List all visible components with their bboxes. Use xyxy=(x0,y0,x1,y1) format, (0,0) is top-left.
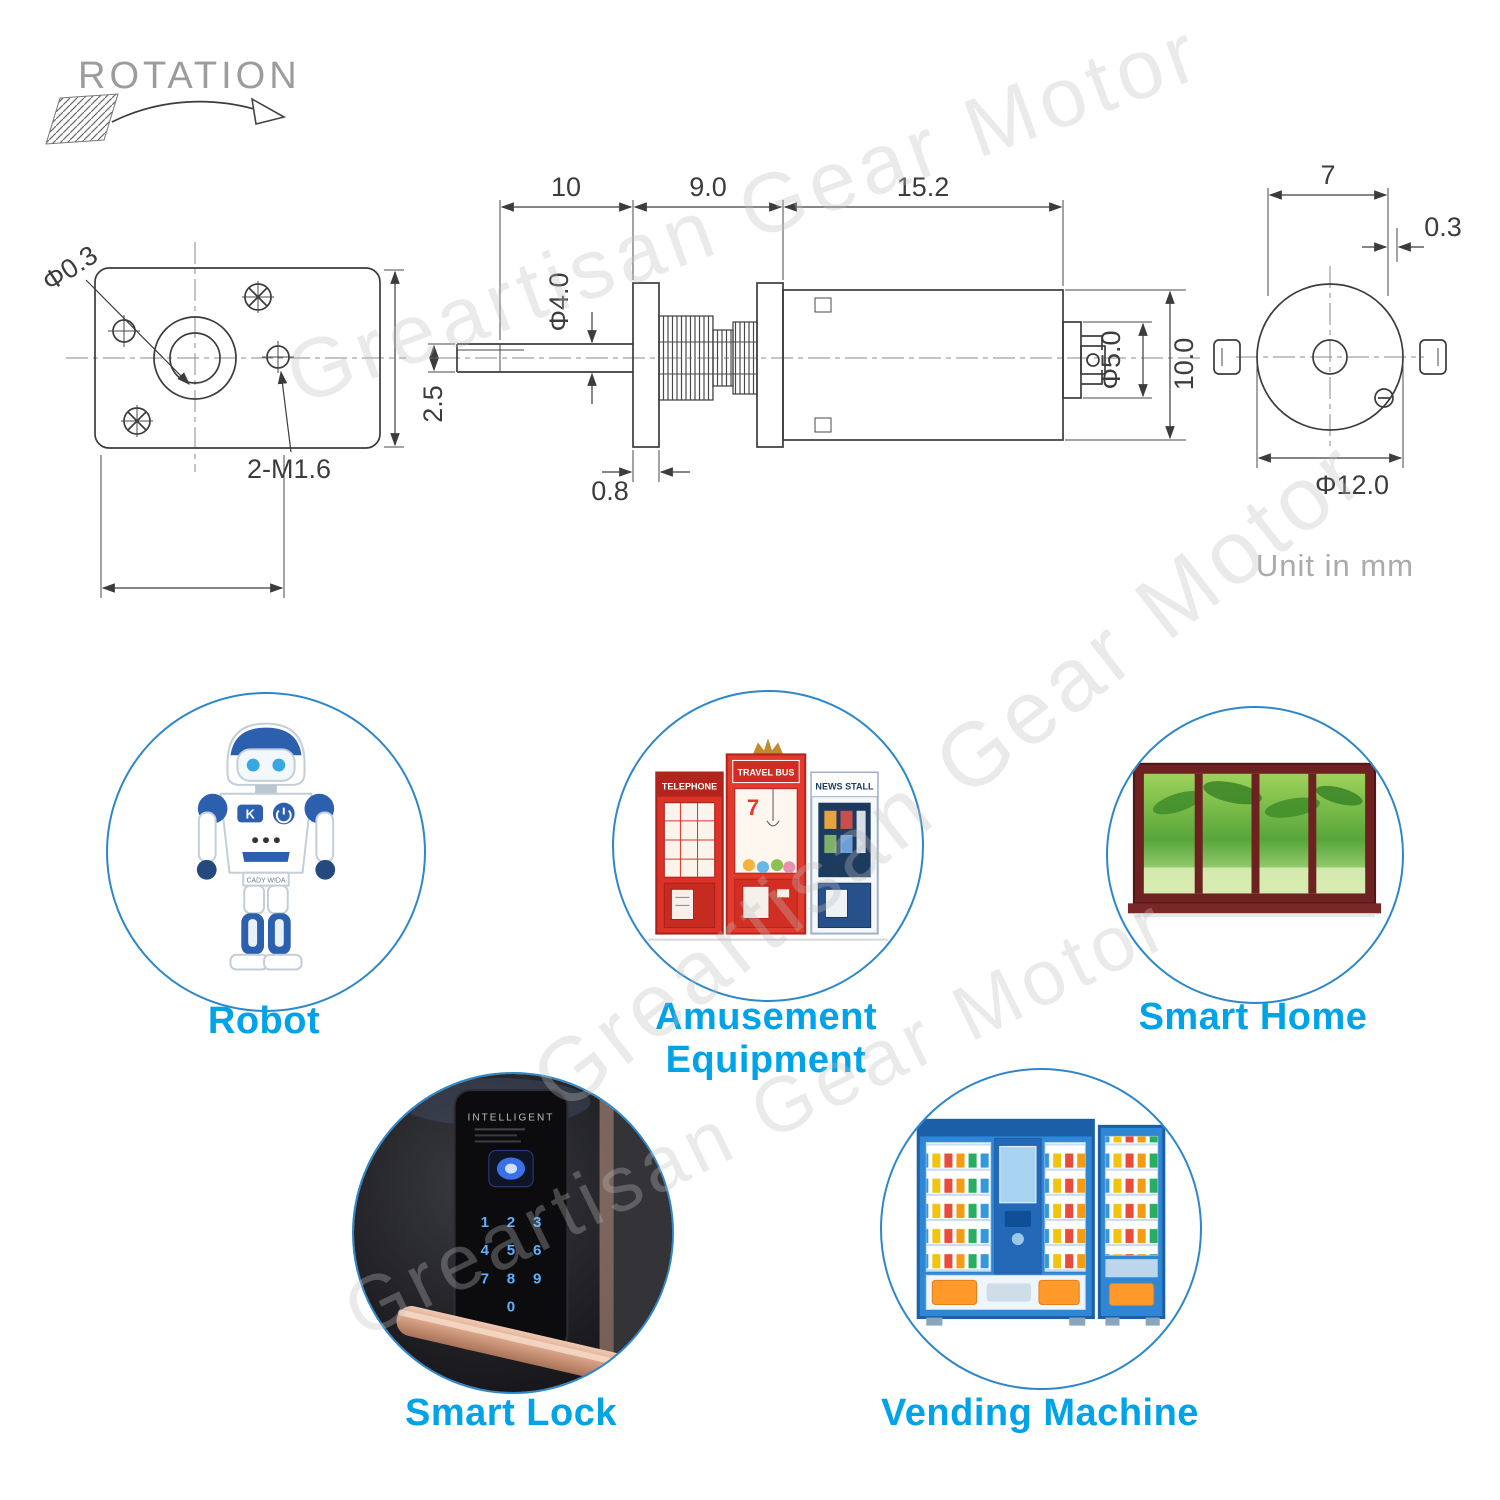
unit-note: Unit in mm xyxy=(1256,548,1414,583)
door-handle xyxy=(396,1306,644,1387)
svg-text:5: 5 xyxy=(507,1242,515,1259)
amusement-illustration: TELEPHONE TRAVEL BUS xyxy=(648,738,888,941)
robot-chest-badge: K xyxy=(246,806,256,821)
rear-view: 7 0.3 Φ12.0 xyxy=(1213,160,1462,500)
sign-telephone: TELEPHONE xyxy=(662,782,717,792)
smart-home-illustration xyxy=(1127,762,1382,918)
dim-shaft-length: 10 xyxy=(551,172,581,202)
application-smart-home xyxy=(1106,706,1404,1004)
vending-machine-left xyxy=(916,1118,1095,1326)
application-vending xyxy=(880,1068,1202,1390)
smart-lock-image: INTELLIGENT 1 2 3 4 5 6 7 8 9 0 xyxy=(352,1072,674,1394)
dim-rear-width: 7 xyxy=(1320,160,1335,190)
smart-lock-illustration: INTELLIGENT 1 2 3 4 5 6 7 8 9 0 xyxy=(354,1074,672,1392)
svg-text:9: 9 xyxy=(533,1270,541,1287)
rotation-arrow-icon xyxy=(250,97,287,125)
sign-news-stall: NEWS STALL xyxy=(815,782,874,792)
amusement-image: TELEPHONE TRAVEL BUS xyxy=(612,690,924,1002)
technical-drawing: ROTATION xyxy=(37,55,1462,598)
vending-machine-image xyxy=(880,1068,1202,1390)
gear-section xyxy=(658,315,714,401)
application-robot: K CADY WIDA xyxy=(106,692,426,1012)
dim-motor-length: 15.2 xyxy=(897,172,950,202)
application-label-robot: Robot xyxy=(207,1000,321,1042)
rotation-hatch-icon xyxy=(45,93,119,145)
plain-holes xyxy=(112,319,290,369)
robot-waist-text: CADY WIDA xyxy=(246,878,285,885)
svg-text:6: 6 xyxy=(533,1242,541,1259)
application-label-amusement: Amusement Equipment xyxy=(655,996,877,1081)
svg-text:2: 2 xyxy=(507,1214,515,1231)
application-label-vending: Vending Machine xyxy=(881,1392,1199,1434)
dim-tab-thickness: 0.3 xyxy=(1424,212,1462,242)
rotation-label: ROTATION xyxy=(78,55,301,97)
dim-gearbox-length: 9.0 xyxy=(689,172,727,202)
svg-text:3: 3 xyxy=(533,1214,541,1231)
robot-image: K CADY WIDA xyxy=(106,692,426,1012)
threaded-holes xyxy=(123,283,272,435)
dim-hole-dia: Φ0.3 xyxy=(37,240,103,297)
vending-machine-right xyxy=(1097,1124,1166,1326)
application-label-smart-lock: Smart Lock xyxy=(405,1392,617,1434)
dim-shaft-diameter: Φ4.0 xyxy=(544,272,574,331)
dim-body-diameter: Φ12.0 xyxy=(1315,470,1389,500)
side-view: 10 9.0 15.2 Φ4.0 2.5 0.8 Φ5.0 xyxy=(418,172,1205,506)
application-smart-lock: INTELLIGENT 1 2 3 4 5 6 7 8 9 0 xyxy=(352,1072,674,1394)
smart-home-image xyxy=(1106,706,1404,1004)
lock-brand-text: INTELLIGENT xyxy=(468,1112,555,1123)
claw-machine-right: NEWS STALL xyxy=(810,771,879,935)
gear-section-2 xyxy=(732,321,758,395)
pinion-section xyxy=(712,329,734,387)
keypad: 1 2 3 4 5 6 7 8 9 0 xyxy=(481,1214,542,1316)
claw-machine-middle: TRAVEL BUS 7 xyxy=(725,738,807,935)
rotation-callout: ROTATION xyxy=(45,55,301,145)
application-amusement: TELEPHONE TRAVEL BUS xyxy=(612,690,924,1002)
digit-seven: 7 xyxy=(747,795,759,820)
svg-text:0: 0 xyxy=(507,1298,515,1315)
dim-shaft-flat: 2.5 xyxy=(418,385,448,423)
dim-boss-diameter: Φ5.0 xyxy=(1096,330,1126,389)
svg-text:1: 1 xyxy=(481,1214,489,1231)
application-label-smart-home: Smart Home xyxy=(1138,996,1368,1038)
sign-travel-bus: TRAVEL BUS xyxy=(738,768,795,778)
vending-machine-illustration xyxy=(916,1118,1166,1326)
dim-body-height: 10.0 xyxy=(1169,338,1199,391)
svg-text:7: 7 xyxy=(481,1270,489,1287)
robot-illustration: K CADY WIDA xyxy=(196,722,336,971)
dim-thread: 2-M1.6 xyxy=(247,454,331,484)
claw-machine-left: TELEPHONE xyxy=(655,771,724,935)
dim-plate-thickness: 0.8 xyxy=(591,476,629,506)
svg-text:4: 4 xyxy=(481,1242,490,1259)
front-view: Φ0.3 2-M1.6 xyxy=(37,240,406,598)
svg-text:8: 8 xyxy=(507,1270,515,1287)
